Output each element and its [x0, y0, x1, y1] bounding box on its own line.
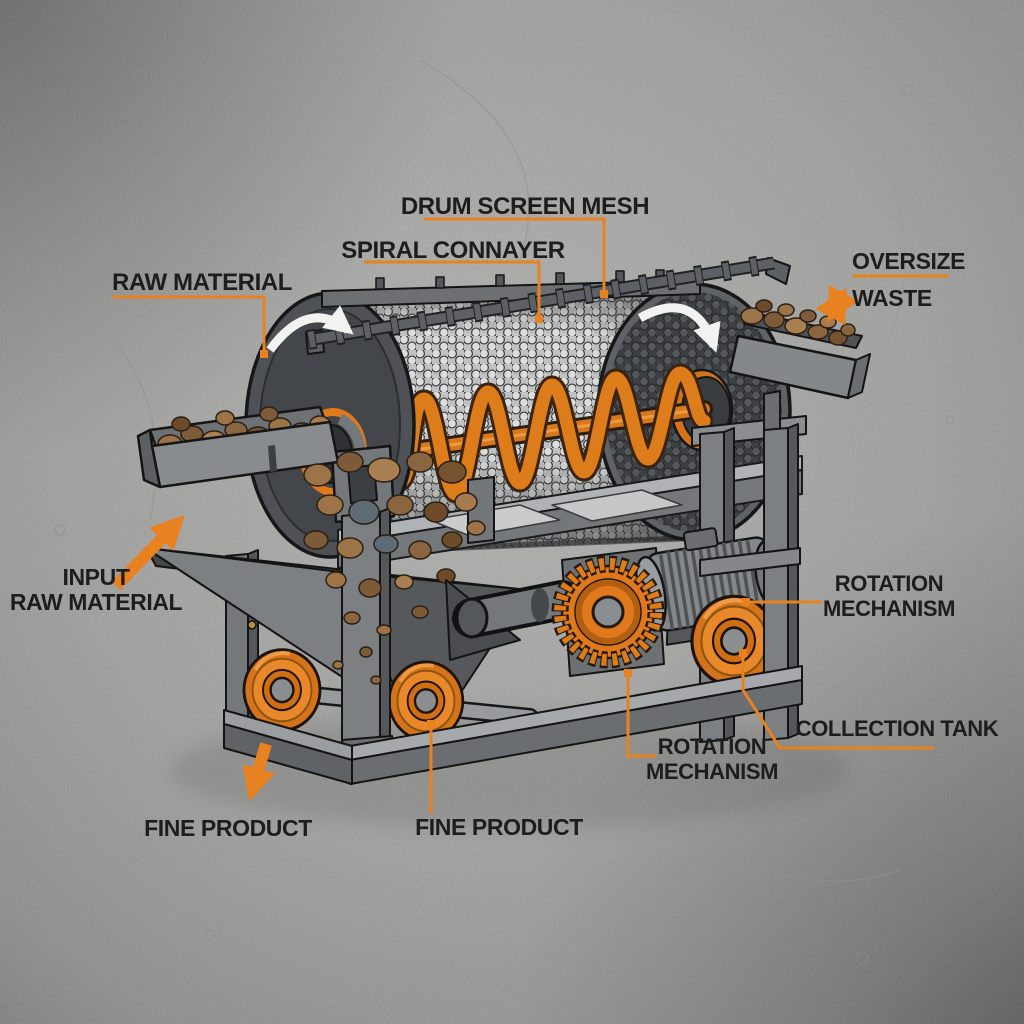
frame-left-column	[330, 444, 397, 781]
drive-shaft	[445, 579, 582, 661]
concrete-specks	[54, 69, 985, 965]
pointer-line-raw-material	[113, 295, 266, 354]
label-rotation-mechanism-bottom: ROTATION MECHANISM	[646, 734, 778, 784]
label-oversize-line2: WASTE	[852, 285, 932, 311]
pointer-line-drum-screen-mesh	[424, 217, 606, 294]
label-rotation-mechanism-right: ROTATION MECHANISM	[823, 571, 955, 621]
label-fine-product-center: FINE PRODUCT	[415, 814, 583, 840]
label-oversize-line1: OVERSIZE	[852, 248, 966, 274]
machine-shadow	[170, 712, 850, 828]
oversize-flow-arrow	[815, 284, 859, 326]
callouts	[111, 217, 948, 814]
label-rotation-bottom-line1: ROTATION	[657, 734, 767, 759]
rotation-arrow-left-icon	[266, 305, 354, 353]
frame-portal-column-right	[699, 423, 801, 741]
label-rotation-bottom-line2: MECHANISM	[645, 759, 779, 784]
pointer-dots	[260, 290, 750, 728]
pointer-line-collection-tank	[741, 656, 808, 750]
drum-top-rail	[305, 253, 791, 355]
trommel-machine	[136, 253, 871, 785]
label-input-raw-material: INPUT RAW MATERIAL	[9, 564, 183, 615]
label-rotation-right-line1: ROTATION	[834, 571, 944, 596]
label-input-line1: INPUT	[62, 564, 130, 590]
input-chute	[136, 405, 340, 489]
input-flow-arrow	[111, 515, 185, 591]
rotation-arrow-right-icon	[637, 303, 721, 353]
label-rotation-right-line2: MECHANISM	[822, 596, 956, 621]
label-oversize-waste: OVERSIZE WASTE	[852, 243, 966, 317]
label-collection-tank: COLLECTION TANK	[795, 716, 999, 741]
falling-rocks	[303, 451, 486, 685]
label-raw-material: RAW MATERIAL	[112, 269, 293, 296]
label-spiral-conveyor: SPIRAL CONNAYER	[341, 237, 565, 264]
gear	[551, 555, 665, 669]
fine-product-flow-arrow	[242, 742, 275, 802]
frame-left-skid	[223, 709, 353, 785]
label-fine-product-left: FINE PRODUCT	[144, 815, 312, 841]
pointer-line-spiral-conveyor	[364, 260, 541, 319]
label-drum-screen-mesh: DRUM SCREEN MESH	[400, 193, 650, 220]
label-input-line2: RAW MATERIAL	[9, 589, 183, 615]
pointer-line-rotation-bottom	[626, 676, 656, 758]
